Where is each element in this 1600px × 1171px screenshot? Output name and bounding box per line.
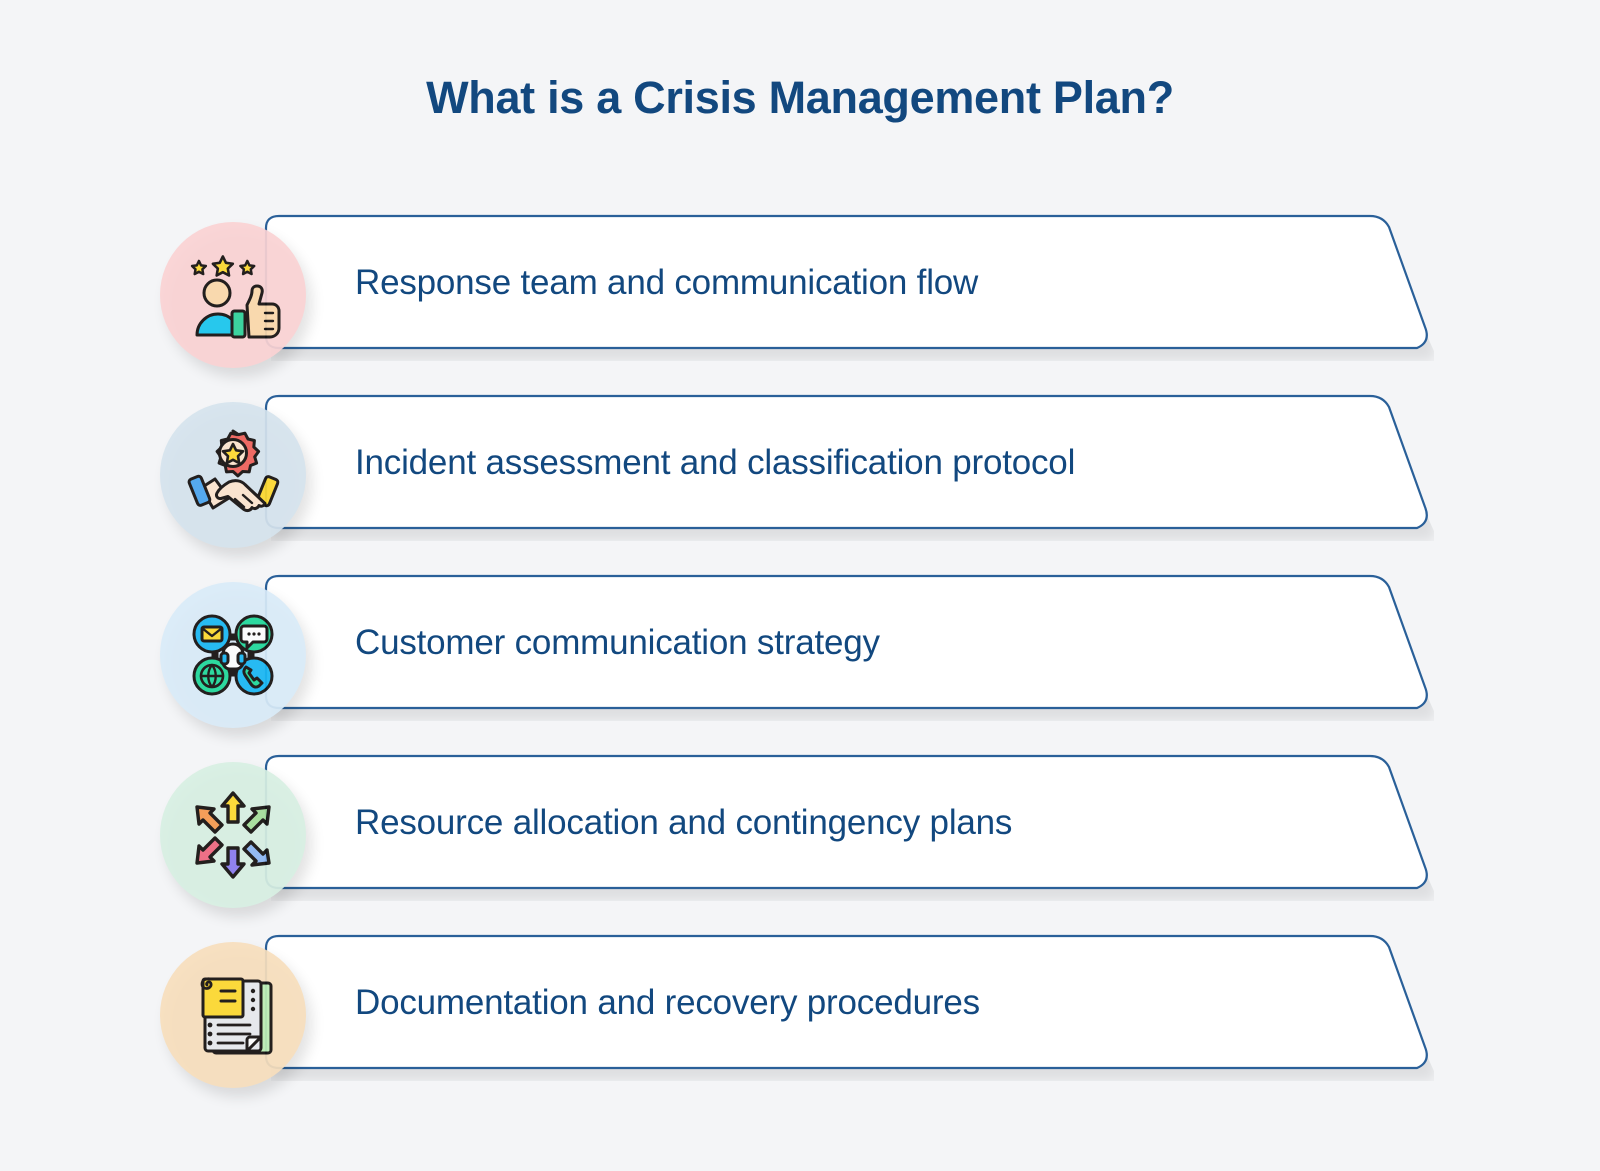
item-label: Documentation and recovery procedures xyxy=(355,983,980,1022)
item-label: Response team and communication flow xyxy=(355,263,979,302)
card-surface xyxy=(264,754,1435,891)
card-surface xyxy=(264,214,1435,351)
card-surface xyxy=(264,934,1435,1071)
radiating-arrows-icon xyxy=(195,791,271,879)
item-label: Customer communication strategy xyxy=(355,623,880,662)
handshake-award-icon xyxy=(187,429,280,513)
icon-circle xyxy=(160,762,306,908)
documents-notes-icon xyxy=(200,977,273,1055)
item-card[interactable]: Response team and communication flow xyxy=(264,214,1435,361)
card-surface xyxy=(264,574,1435,711)
item-card[interactable]: Documentation and recovery procedures xyxy=(264,934,1435,1081)
item-card[interactable]: Resource allocation and contingency plan… xyxy=(264,754,1435,901)
item-label: Resource allocation and contingency plan… xyxy=(355,803,1013,842)
icon-circle xyxy=(160,222,306,368)
item-card[interactable]: Customer communication strategy xyxy=(264,574,1435,721)
item-label: Incident assessment and classification p… xyxy=(355,443,1076,482)
page-title: What is a Crisis Management Plan? xyxy=(426,72,1174,123)
items-list: Response team and communication flow xyxy=(0,207,1600,1107)
card-surface xyxy=(264,394,1435,531)
omnichannel-support-icon xyxy=(192,614,274,696)
icon-circle xyxy=(160,582,306,728)
list-item[interactable]: Resource allocation and contingency plan… xyxy=(0,747,1600,927)
list-item[interactable]: Customer communication strategy xyxy=(0,567,1600,747)
list-item[interactable]: Documentation and recovery procedures xyxy=(0,927,1600,1107)
list-item[interactable]: Response team and communication flow xyxy=(0,207,1600,387)
user-rating-thumbsup-icon xyxy=(190,255,281,339)
icon-circle xyxy=(160,942,306,1088)
list-item[interactable]: Incident assessment and classification p… xyxy=(0,387,1600,567)
icon-circle xyxy=(160,402,306,548)
item-card[interactable]: Incident assessment and classification p… xyxy=(264,394,1435,541)
